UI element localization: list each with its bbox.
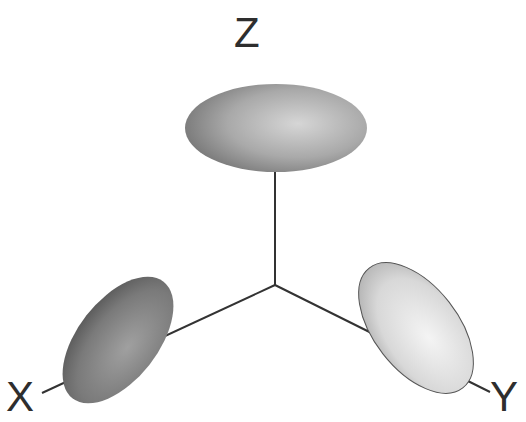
axis-label: Z [234,12,260,54]
y-disc [336,242,496,413]
axis-label: X [6,376,34,418]
z-disc [185,84,367,172]
x-disc [41,257,195,422]
axis-label: Y [490,376,518,418]
